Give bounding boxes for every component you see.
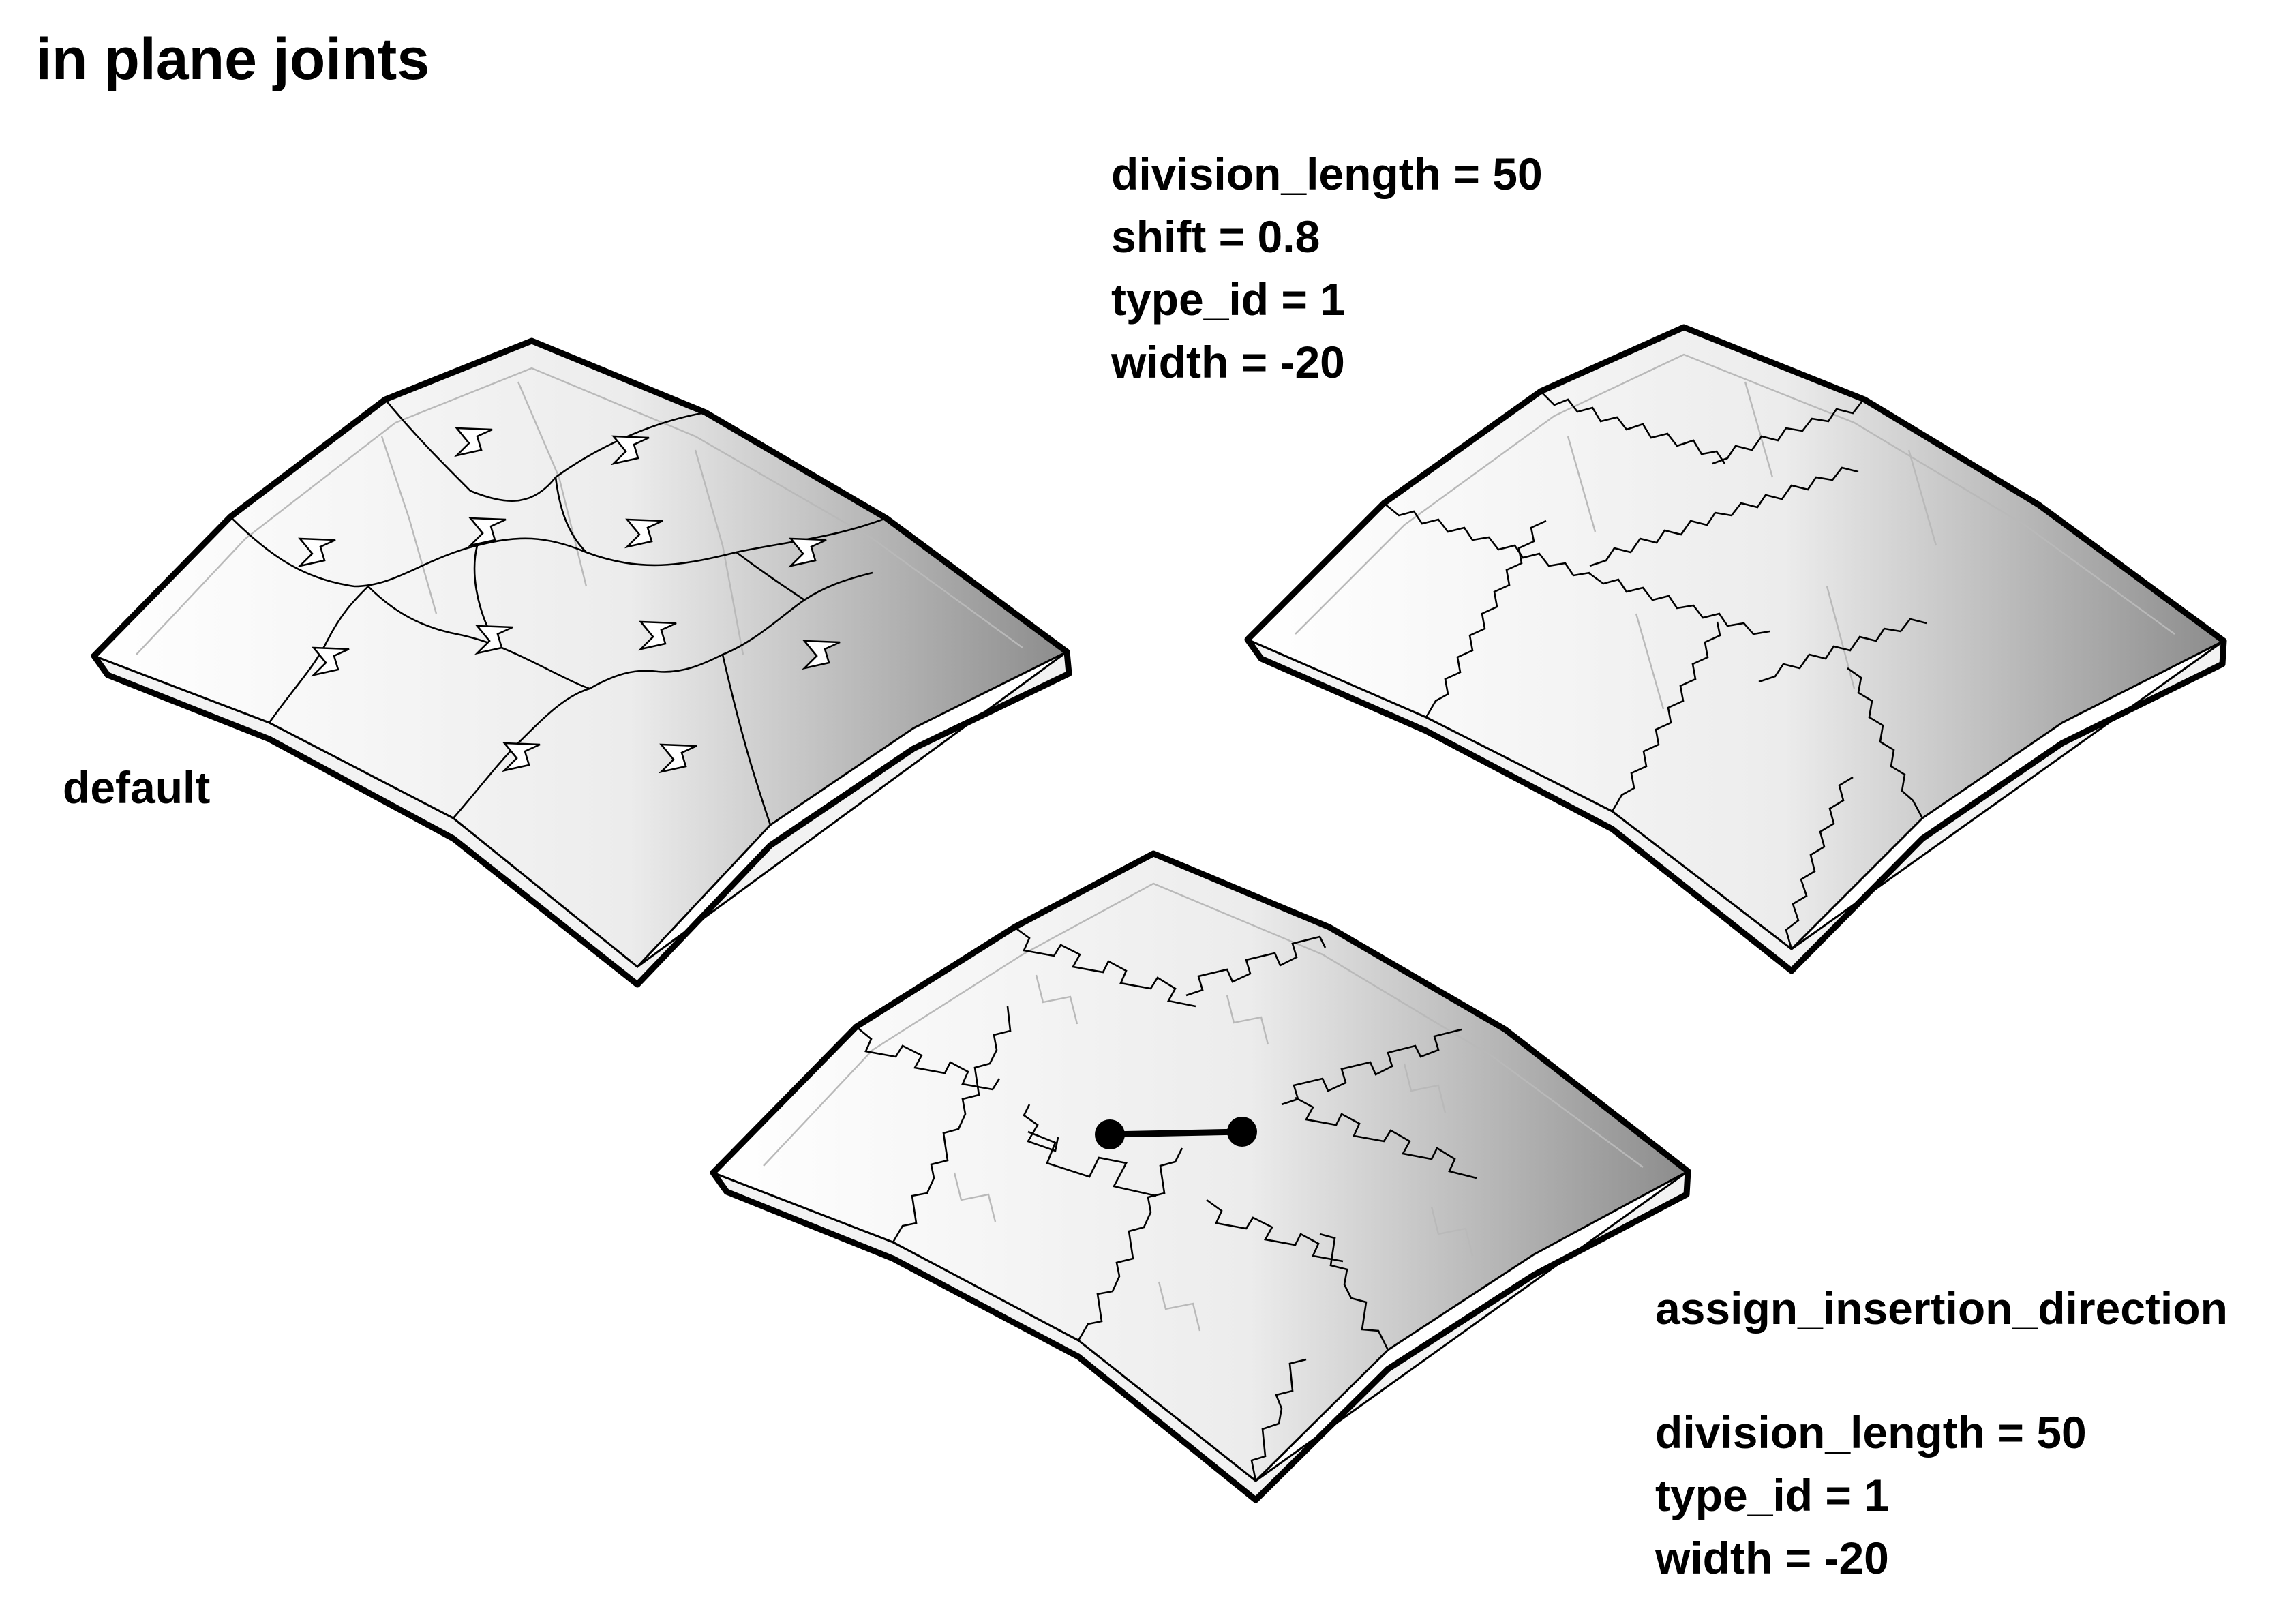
shell-default-seams (230, 399, 887, 826)
shell-default-butterfly-joints (297, 427, 841, 774)
page-title: in plane joints (35, 27, 430, 92)
shift-param-type-id: type_id = 1 (1111, 274, 1345, 325)
shell-shift-finger-seams (1383, 391, 1927, 950)
shell-default-outline (91, 337, 1072, 988)
default-label: default (63, 762, 211, 813)
shell-default-ghost-edges (136, 367, 1023, 655)
shell-shift-ghost-edges (1295, 353, 2175, 710)
shift-param-shift: shift = 0.8 (1111, 211, 1320, 262)
shell-shift-outline (1244, 324, 2227, 974)
shift-param-division-length: division_length = 50 (1111, 149, 1543, 199)
insertion-param-width: width = -20 (1655, 1533, 1889, 1583)
assign-insertion-direction-label: assign_insertion_direction (1655, 1283, 2228, 1334)
insertion-direction-start-point (1095, 1119, 1125, 1149)
shell-insertion-puzzle-seams (856, 926, 1477, 1482)
insertion-param-type-id: type_id = 1 (1655, 1470, 1889, 1520)
shift-param-width: width = -20 (1111, 337, 1345, 387)
shell-default (91, 337, 1072, 988)
insertion-param-division-length: division_length = 50 (1655, 1407, 2087, 1458)
shell-insertion-outline (710, 850, 1691, 1503)
shell-default-top (92, 340, 1069, 969)
shell-insertion-ghost-edges (763, 882, 1644, 1332)
shell-insertion (710, 850, 1691, 1503)
shell-shift-top (1245, 326, 2226, 950)
insertion-direction-line (1109, 1128, 1243, 1138)
shell-insertion-top (711, 852, 1690, 1483)
shell-shift (1244, 324, 2227, 974)
insertion-direction-vector (1095, 1117, 1257, 1149)
insertion-direction-end-point (1227, 1117, 1257, 1147)
